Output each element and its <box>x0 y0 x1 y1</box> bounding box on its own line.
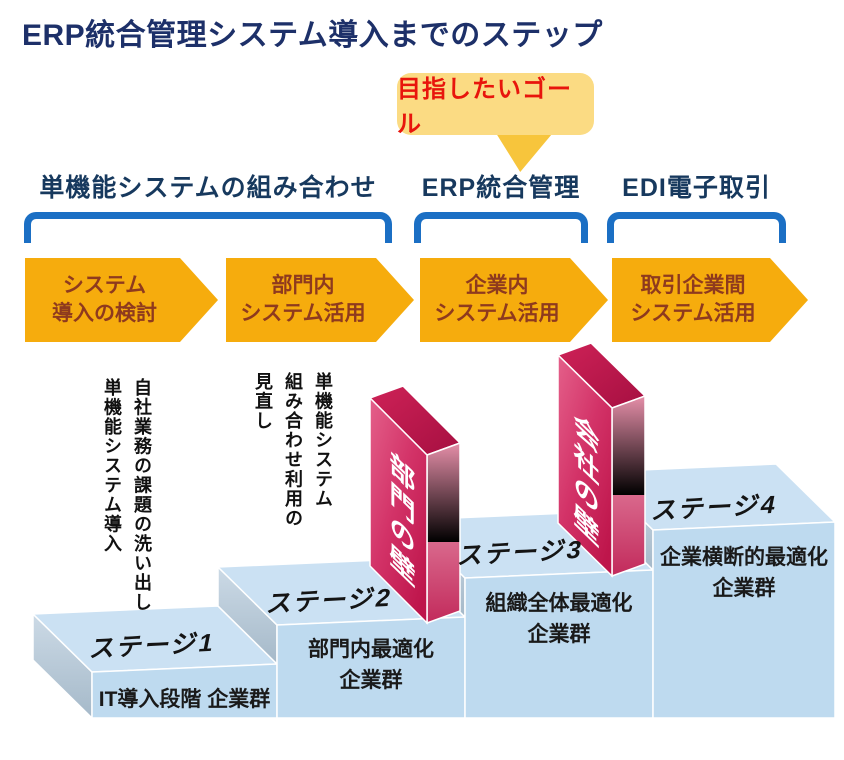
arrow-step-2-line1: 部門内 <box>271 274 335 297</box>
department-wall-front-face <box>369 396 428 625</box>
company-wall-front-face <box>557 353 613 578</box>
arrow-step-1: システム 導入の検討 <box>25 258 218 342</box>
arrow-step-4-line1: 取引企業間 <box>640 274 746 297</box>
bracket-edi <box>607 212 786 243</box>
stage-4-description: 企業横断的最適化 企業群 <box>660 546 828 600</box>
goal-callout-label: 目指したいゴール <box>397 76 572 138</box>
bracket-single-function <box>24 212 392 243</box>
arrow-step-2-line2: システム活用 <box>240 302 366 325</box>
arrow-step-3-line2: システム活用 <box>434 302 560 325</box>
arrow-step-3-line1: 企業内 <box>465 274 529 297</box>
arrow-step-1-line1: システム <box>62 274 147 297</box>
arrow-step-4-line2: システム活用 <box>630 302 756 325</box>
phase-label-erp: ERP統合管理 <box>421 174 581 202</box>
phase-label-single-function: 単機能システムの組み合わせ <box>39 174 377 202</box>
annotation-stage-2: 単機能システム 組み合わせ利用の 見直し <box>253 372 333 528</box>
stage-1-description: IT導入段階 企業群 <box>98 688 271 711</box>
arrow-step-2: 部門内 システム活用 <box>226 258 414 342</box>
department-wall-right-face <box>426 441 461 625</box>
staircase-graphic <box>31 342 837 720</box>
goal-callout: 目指したいゴール <box>397 73 594 138</box>
phase-label-edi: EDI電子取引 <box>622 174 771 202</box>
stage-4-front-face <box>652 521 836 719</box>
stage-3-description: 組織全体最適化 企業群 <box>485 592 633 646</box>
company-wall-right-face <box>611 394 646 578</box>
stage-2-description: 部門内最適化 企業群 <box>308 638 434 692</box>
annotation-stage-1: 自社業務の課題の洗い出し 単機能システム導入 <box>102 378 152 612</box>
bracket-erp <box>414 212 588 243</box>
page-title: ERP統合管理システム導入までのステップ <box>22 19 603 52</box>
arrow-step-3: 企業内 システム活用 <box>420 258 608 342</box>
arrow-step-1-line2: 導入の検討 <box>52 302 157 325</box>
arrow-step-4: 取引企業間 システム活用 <box>612 258 808 342</box>
